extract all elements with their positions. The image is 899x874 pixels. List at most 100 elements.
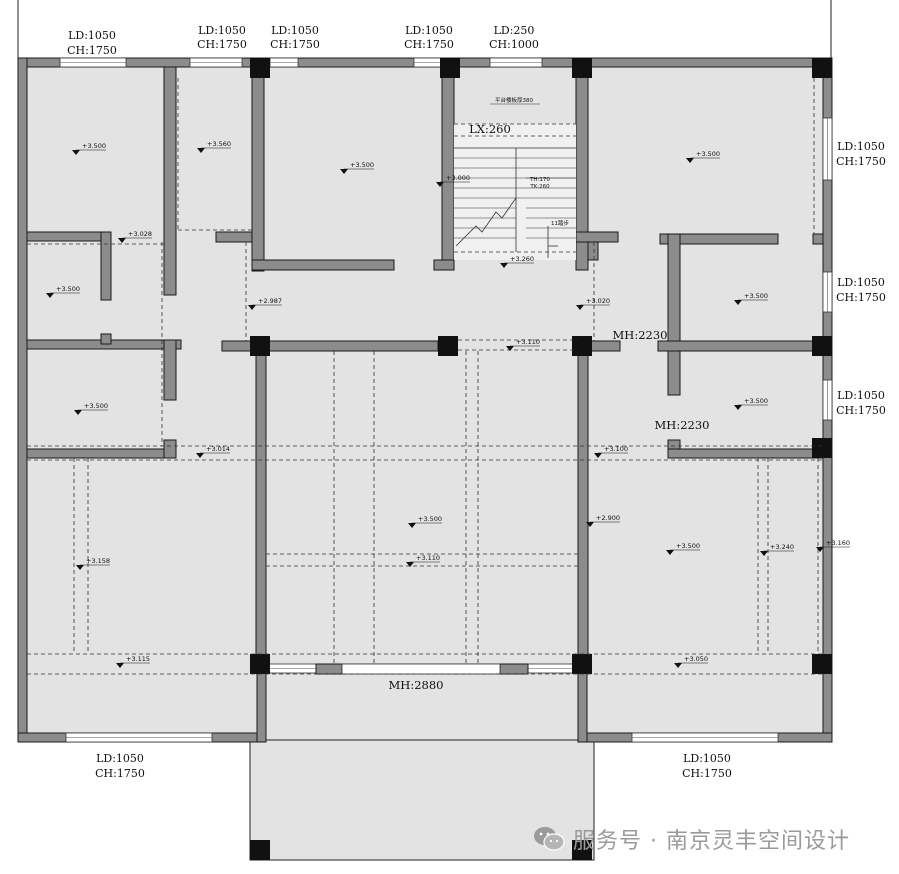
level-triangle-icon xyxy=(594,453,602,458)
window-spec-ch: CH:1750 xyxy=(836,404,886,417)
window-spec-ch: CH:1750 xyxy=(682,767,732,780)
wechat-icon xyxy=(534,827,565,851)
level-value: +3.014 xyxy=(206,445,230,453)
level-marker: +2.987 xyxy=(248,297,282,310)
window-spec-ch: CH:1750 xyxy=(197,38,247,51)
window-label-right-3: LD:1050 CH:1750 xyxy=(836,389,886,417)
level-value: +3.110 xyxy=(516,338,540,346)
level-value: +3.028 xyxy=(128,230,152,238)
window-spec-ld: LD:1050 xyxy=(96,752,144,765)
stair-th-label: TH:170 xyxy=(529,177,550,183)
level-marker: +3.500 xyxy=(734,397,768,410)
level-markers: +3.500 +3.560 +3.500 +3.000 +3.500 +3.028 +3.5… xyxy=(46,140,850,668)
window-spec-ch: CH:1750 xyxy=(404,38,454,51)
staircase xyxy=(454,123,576,260)
level-value: +3.500 xyxy=(676,542,700,550)
porch-outline xyxy=(249,739,595,861)
level-triangle-icon xyxy=(816,547,824,552)
level-value: +3.500 xyxy=(82,142,106,150)
level-value: +3.115 xyxy=(126,655,150,663)
level-marker: +3.500 xyxy=(666,542,700,555)
window-spec-ch: CH:1750 xyxy=(836,155,886,168)
level-value: +3.110 xyxy=(416,554,440,562)
level-triangle-icon xyxy=(436,182,444,187)
level-marker: +3.240 xyxy=(760,543,794,556)
level-value: +3.500 xyxy=(696,150,720,158)
level-marker: +3.500 xyxy=(686,150,720,163)
level-value: +3.560 xyxy=(207,140,231,148)
beam-lines xyxy=(27,78,823,675)
window-spec-ld: LD:1050 xyxy=(837,140,885,153)
level-triangle-icon xyxy=(248,305,256,310)
level-triangle-icon xyxy=(118,238,126,243)
level-value: +3.000 xyxy=(446,174,470,182)
level-marker: +3.014 xyxy=(196,445,230,458)
window-label-right-2: LD:1050 CH:1750 xyxy=(836,276,886,304)
level-value: +3.500 xyxy=(418,515,442,523)
stair-landing-note: 平台楼板厚380 xyxy=(495,96,533,104)
stair-tk-label: TK:260 xyxy=(529,184,550,190)
level-value: +3.050 xyxy=(684,655,708,663)
level-marker: +3.500 xyxy=(46,285,80,298)
level-marker: +3.000 xyxy=(436,174,470,187)
level-marker: +2.900 xyxy=(586,514,620,527)
level-triangle-icon xyxy=(74,410,82,415)
window-spec-ch: CH:1750 xyxy=(836,291,886,304)
level-marker: +3.560 xyxy=(197,140,231,153)
watermark-text: 服务号 · 南京灵丰空间设计 xyxy=(573,829,850,854)
level-triangle-icon xyxy=(500,263,508,268)
level-triangle-icon xyxy=(72,150,80,155)
window-label-top-5: LD:250 CH:1000 xyxy=(489,24,539,51)
level-marker: +3.500 xyxy=(734,292,768,305)
level-triangle-icon xyxy=(76,565,84,570)
floor-area xyxy=(18,60,832,742)
level-value: +3.500 xyxy=(56,285,80,293)
level-value: +3.020 xyxy=(586,297,610,305)
level-value: +3.240 xyxy=(770,543,794,551)
level-value: +2.900 xyxy=(596,514,620,522)
stair-lx-label: LX:260 xyxy=(469,122,511,136)
level-triangle-icon xyxy=(506,346,514,351)
level-marker: +3.500 xyxy=(72,142,106,155)
window-spec-ld: LD:1050 xyxy=(837,276,885,289)
level-triangle-icon xyxy=(734,405,742,410)
window-spec-ch: CH:1750 xyxy=(270,38,320,51)
level-marker: +3.115 xyxy=(116,655,150,668)
level-marker: +3.160 xyxy=(816,539,850,552)
door-label: MH:2880 xyxy=(389,678,444,692)
level-marker: +3.020 xyxy=(576,297,610,310)
level-marker: +3.100 xyxy=(594,445,628,458)
window-spec-ch: CH:1750 xyxy=(95,767,145,780)
window-label-bottom-right: LD:1050 CH:1750 xyxy=(682,752,732,780)
level-value: +3.100 xyxy=(604,445,628,453)
window-spec-ld: LD:1050 xyxy=(68,29,116,42)
level-triangle-icon xyxy=(666,550,674,555)
window-label-bottom-left: LD:1050 CH:1750 xyxy=(95,752,145,780)
window-label-top-2: LD:1050 CH:1750 xyxy=(197,24,247,51)
level-marker: +3.500 xyxy=(340,161,374,174)
window-spec-ld: LD:1050 xyxy=(837,389,885,402)
level-triangle-icon xyxy=(586,522,594,527)
level-value: +3.160 xyxy=(826,539,850,547)
stair-steps-label: 11踏步 xyxy=(551,219,569,227)
level-triangle-icon xyxy=(408,523,416,528)
level-triangle-icon xyxy=(760,551,768,556)
level-value: +3.158 xyxy=(86,557,110,565)
level-marker: +3.028 xyxy=(118,230,152,243)
level-marker: +3.500 xyxy=(74,402,108,415)
level-marker: +3.260 xyxy=(500,255,534,268)
level-value: +2.987 xyxy=(258,297,282,305)
door-label: MH:2230 xyxy=(655,418,710,432)
window-label-top-3: LD:1050 CH:1750 xyxy=(270,24,320,51)
level-marker: +3.110 xyxy=(506,338,540,351)
level-triangle-icon xyxy=(196,453,204,458)
window-spec-ld: LD:1050 xyxy=(405,24,453,37)
window-label-top-4: LD:1050 CH:1750 xyxy=(404,24,454,51)
level-marker: +3.110 xyxy=(406,554,440,567)
level-value: +3.500 xyxy=(744,397,768,405)
level-value: +3.500 xyxy=(744,292,768,300)
level-triangle-icon xyxy=(576,305,584,310)
level-value: +3.500 xyxy=(84,402,108,410)
interior-walls xyxy=(26,66,824,675)
